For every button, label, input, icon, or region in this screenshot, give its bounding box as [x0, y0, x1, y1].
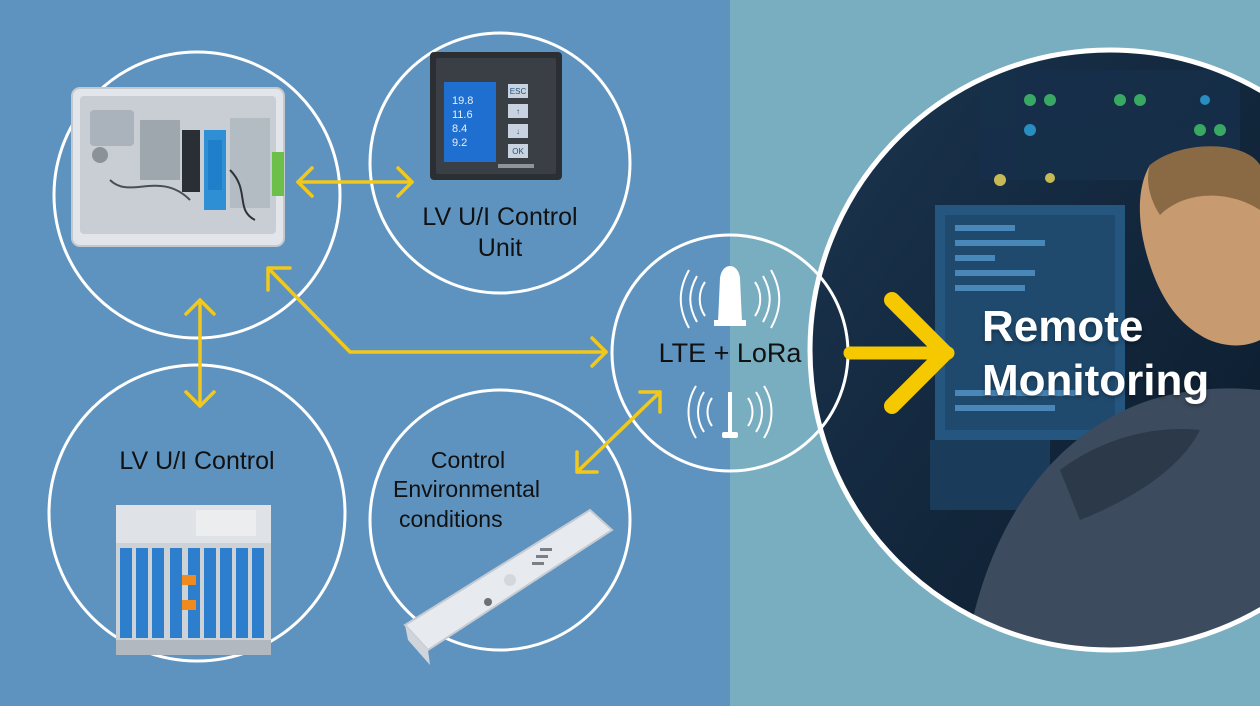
control-cabinet-image: [116, 505, 271, 655]
arrow-enclosure-control-unit: [296, 166, 414, 198]
enclosure-device-image: [71, 87, 285, 247]
control-unit-label-line-2: Unit: [477, 234, 523, 263]
reading-4: 9.2: [452, 137, 467, 149]
environmental-circle: [368, 388, 632, 652]
remote-monitoring-line-1: Remote: [982, 302, 1144, 351]
reading-1: 19.8: [452, 95, 473, 107]
reading-3: 8.4: [452, 123, 467, 135]
remote-monitoring-line-2: Monitoring: [982, 355, 1210, 405]
control-circle: [47, 363, 347, 663]
down-key: ↓: [516, 127, 520, 136]
control-label-text: LV U/I Control: [119, 447, 275, 475]
reading-2: 11.6: [452, 109, 473, 121]
arrow-enclosure-control: [184, 298, 216, 408]
arrow-enclosure-lte: [266, 266, 608, 368]
environmental-label-line-1: Control: [430, 447, 506, 473]
control-unit-circle: [368, 31, 632, 295]
environmental-label-line-3: conditions: [399, 505, 503, 532]
environmental-label-line-2: Environmental: [393, 476, 541, 503]
lora-antenna-icon: [687, 385, 773, 439]
control-unit-device-image: 19.8 11.6 8.4 9.2 ESC ↑ ↓ OK: [430, 52, 562, 180]
arrow-environmental-lte: [575, 390, 662, 474]
ok-key: OK: [512, 147, 524, 156]
environmental-label: Control Environmental conditions: [393, 446, 563, 534]
arrow-lte-remote: [843, 292, 955, 414]
esc-key: ESC: [510, 87, 527, 96]
environmental-sensor-image: [403, 508, 614, 665]
enclosure-circle: [52, 50, 342, 340]
up-key: ↑: [516, 107, 520, 116]
remote-monitoring-label: Remote Monitoring: [982, 300, 1209, 407]
control-label: LV U/I Control: [97, 446, 297, 477]
lte-antenna-icon: [679, 266, 781, 329]
remote-monitoring-circle: [807, 47, 1260, 653]
lte-lora-label: LTE + LoRa: [640, 337, 820, 371]
control-unit-label: LV U/I Control Unit: [405, 202, 595, 265]
control-unit-label-line-1: LV U/I Control: [422, 203, 578, 231]
lte-lora-label-text: LTE + LoRa: [658, 338, 802, 368]
